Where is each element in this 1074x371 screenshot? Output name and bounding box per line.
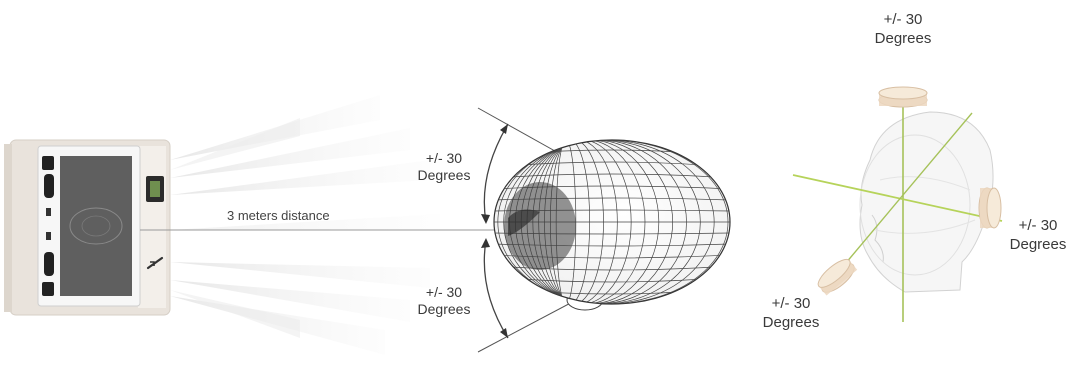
- pitch-up-label: +/- 30 Degrees: [408, 150, 480, 184]
- rotation-arrow-bottom-left-icon: [814, 255, 858, 297]
- arrow-head-mid-top: [481, 214, 490, 224]
- rotation-arrow-right-icon: [979, 188, 1001, 228]
- pitch-down-unit: Degrees: [408, 301, 480, 318]
- pitch-up-unit: Degrees: [408, 167, 480, 184]
- arrow-head-down: [500, 328, 508, 338]
- rotation-arrow-top-icon: [879, 87, 927, 107]
- distance-label: 3 meters distance: [227, 208, 330, 223]
- axis-right-unit: Degrees: [1004, 235, 1072, 254]
- axis-right-label: +/- 30 Degrees: [1004, 216, 1072, 254]
- pitch-down-label: +/- 30 Degrees: [408, 284, 480, 318]
- axis-top-label: +/- 30 Degrees: [858, 10, 948, 48]
- wireframe-head: [492, 138, 730, 310]
- axis-bottom-left-label: +/- 30 Degrees: [746, 294, 836, 332]
- arrow-head-mid-bottom: [481, 238, 490, 248]
- camera-beams: [170, 95, 440, 355]
- arrow-head-up: [500, 124, 508, 134]
- axis-right-value: +/- 30: [1004, 216, 1072, 235]
- axis-bottom-left-value: +/- 30: [746, 294, 836, 313]
- translucent-head: [860, 112, 993, 292]
- pitch-down-value: +/- 30: [408, 284, 480, 301]
- axis-top-unit: Degrees: [858, 29, 948, 48]
- axis-top-value: +/- 30: [858, 10, 948, 29]
- terminal-screen: [60, 156, 132, 296]
- recognition-terminal: [4, 140, 170, 315]
- pitch-up-value: +/- 30: [408, 150, 480, 167]
- terminal-side-panel: [138, 146, 166, 308]
- axis-bottom-left-unit: Degrees: [746, 313, 836, 332]
